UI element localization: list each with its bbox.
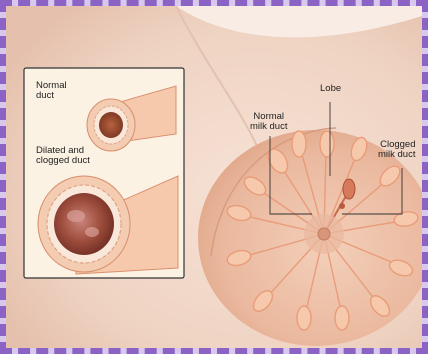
illustration-canvas: Normal duct Dilated and clogged duct Lob… (6, 6, 422, 348)
nipple (318, 228, 330, 240)
clogged-duct-label: Dilated and clogged duct (36, 146, 90, 166)
clogged-milk-duct-label: Clogged milk duct (378, 140, 415, 160)
lobe-label: Lobe (320, 84, 341, 94)
normal-milk-duct-label: Normal milk duct (250, 112, 287, 132)
normal-duct-label: Normal duct (36, 81, 67, 101)
anatomy-illustration (6, 6, 422, 348)
